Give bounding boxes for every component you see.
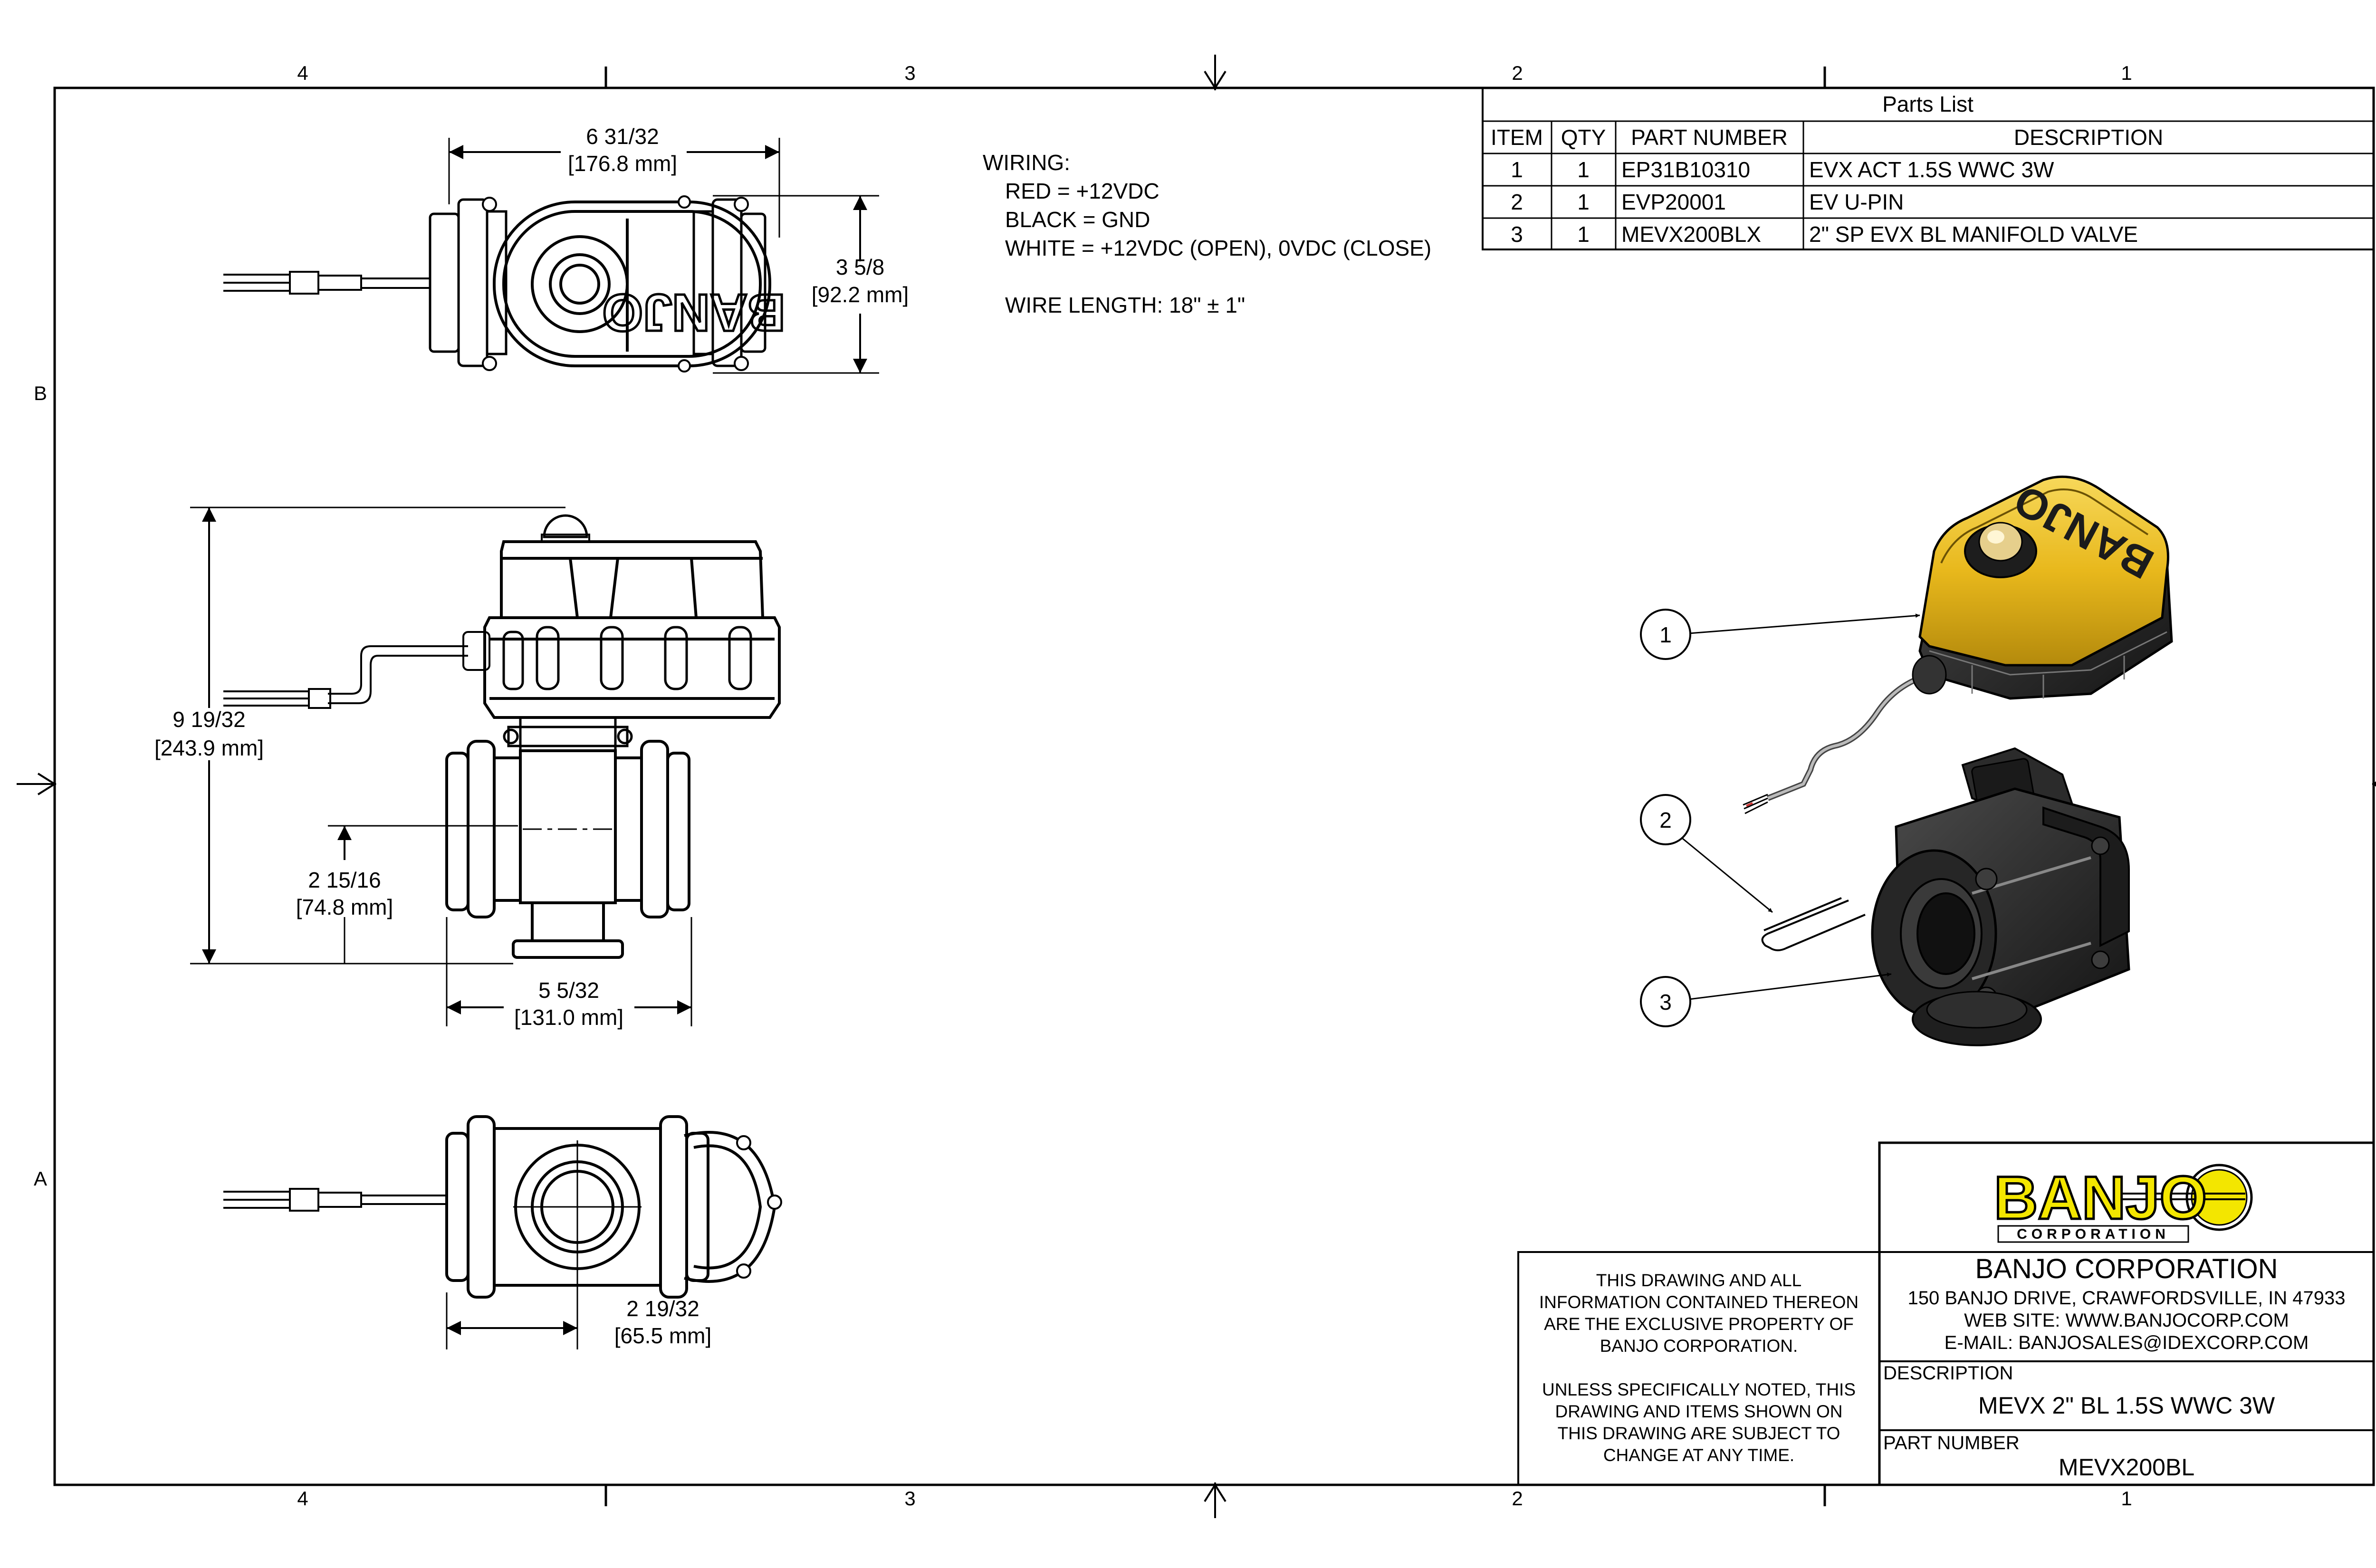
balloon-2-label: 2 [1659, 808, 1672, 832]
center-mark-right [2372, 781, 2376, 787]
balloon-2: 2 [1640, 794, 1773, 913]
logo-subtitle: CORPORATION [2017, 1226, 2170, 1242]
dim-top-width-frac: 6 31/32 [586, 124, 659, 149]
bottom-view-dimensions: 2 19/32 [65.5 mm] [446, 1273, 712, 1349]
zone-left-a: A [34, 1167, 47, 1190]
part-number-value: MEVX200BL [2059, 1454, 2194, 1481]
dim-front-center-frac: 2 15/16 [308, 868, 381, 892]
parts-row-3-item: 3 [1511, 222, 1523, 247]
parts-row-2-description: EV U-PIN [1809, 190, 1904, 214]
wiring-black: BLACK = GND [1005, 207, 1150, 232]
parts-row-1-description: EVX ACT 1.5S WWC 3W [1809, 157, 2054, 182]
balloon-3-label: 3 [1659, 990, 1672, 1014]
dim-front-height-frac: 9 19/32 [172, 707, 245, 732]
dim-front-width-mm: [131.0 mm] [514, 1005, 623, 1030]
dim-bottom-width-mm: [65.5 mm] [614, 1323, 712, 1348]
company-email: E-MAIL: BANJOSALES@IDEXCORP.COM [1945, 1332, 2309, 1353]
parts-row-3-part-number: MEVX200BLX [1621, 222, 1761, 247]
wiring-red: RED = +12VDC [1005, 179, 1159, 203]
parts-row-1-part-number: EP31B10310 [1621, 157, 1750, 182]
zone-bottom-3: 3 [904, 1487, 915, 1510]
notice-line-6: DRAWING AND ITEMS SHOWN ON [1555, 1402, 1842, 1421]
parts-row-2-item: 2 [1511, 190, 1523, 214]
description-value: MEVX 2" BL 1.5S WWC 3W [1978, 1392, 2275, 1419]
balloon-1-label: 1 [1659, 622, 1672, 647]
dim-bottom-width-frac: 2 19/32 [626, 1296, 699, 1321]
sheet-border: 4 3 2 1 4 3 2 1 B A B A [17, 55, 2376, 1518]
parts-row-1-qty: 1 [1577, 157, 1590, 182]
front-view [223, 514, 781, 959]
wiring-note: WIRING: RED = +12VDC BLACK = GND WHITE =… [983, 150, 1431, 317]
isometric-valve [1871, 747, 2130, 1046]
top-view: BANJO [223, 195, 786, 373]
company-address: 150 BANJO DRIVE, CRAWFORDSVILLE, IN 4793… [1907, 1288, 2345, 1309]
center-mark-left [17, 773, 57, 795]
company-website: WEB SITE: WWW.BANJOCORP.COM [1964, 1310, 2289, 1331]
company-name: BANJO CORPORATION [1975, 1253, 2278, 1284]
parts-header-item: ITEM [1491, 125, 1543, 150]
wiring-white: WHITE = +12VDC (OPEN), 0VDC (CLOSE) [1005, 236, 1431, 260]
parts-row-2-part-number: EVP20001 [1621, 190, 1726, 214]
zone-top-4: 4 [297, 62, 308, 84]
zone-left-b: B [34, 382, 47, 404]
notice-line-1: THIS DRAWING AND ALL [1596, 1271, 1801, 1290]
title-block: BANJO CORPORATION BANJO CORPORATION 150 … [1878, 1141, 2375, 1486]
dim-top-height-frac: 3 5/8 [836, 255, 884, 279]
zone-bottom-1: 1 [2121, 1487, 2132, 1510]
dim-front-width-frac: 5 5/32 [538, 978, 599, 1003]
isometric-assembly: BANJO [1640, 476, 2173, 1046]
zone-bottom-4: 4 [297, 1487, 308, 1510]
bottom-view [223, 1115, 782, 1299]
parts-row-3-description: 2" SP EVX BL MANIFOLD VALVE [1809, 222, 2138, 247]
notice-line-3: ARE THE EXCLUSIVE PROPERTY OF [1544, 1314, 1854, 1334]
center-mark-bottom [1204, 1482, 1226, 1518]
zone-top-2: 2 [1512, 62, 1523, 84]
description-label: DESCRIPTION [1883, 1363, 2013, 1384]
dim-front-height-mm: [243.9 mm] [154, 736, 264, 760]
notice-line-2: INFORMATION CONTAINED THEREON [1539, 1292, 1859, 1312]
notice-line-5: UNLESS SPECIFICALLY NOTED, THIS [1542, 1380, 1856, 1399]
parts-header-qty: QTY [1561, 125, 1606, 150]
notice-line-8: CHANGE AT ANY TIME. [1603, 1445, 1794, 1465]
parts-list: Parts List ITEM QTY PART NUMBER DESCRIPT… [1482, 87, 2375, 250]
zone-top-1: 1 [2121, 62, 2132, 84]
parts-header-part-number: PART NUMBER [1631, 125, 1788, 150]
parts-row-3-qty: 1 [1577, 222, 1590, 247]
isometric-u-pin [1761, 897, 1866, 951]
parts-row-2-qty: 1 [1577, 190, 1590, 214]
banjo-logo: BANJO CORPORATION [1993, 1163, 2253, 1243]
part-number-label: PART NUMBER [1883, 1433, 2020, 1453]
dim-top-height-mm: [92.2 mm] [812, 282, 909, 307]
balloon-1: 1 [1640, 609, 1920, 660]
balloon-3: 3 [1640, 972, 1892, 1027]
parts-list-title: Parts List [1882, 92, 1974, 116]
notice-line-4: BANJO CORPORATION. [1600, 1336, 1798, 1356]
notice-line-7: THIS DRAWING ARE SUBJECT TO [1558, 1424, 1840, 1443]
dim-front-center-mm: [74.8 mm] [296, 895, 393, 919]
front-view-dimensions: 9 19/32 [243.9 mm] 2 15/16 [74.8 mm] 5 5… [154, 507, 692, 1030]
wire-length: WIRE LENGTH: 18" ± 1" [1005, 293, 1245, 317]
parts-header-description: DESCRIPTION [2014, 125, 2163, 150]
zone-bottom-2: 2 [1512, 1487, 1523, 1510]
isometric-actuator: BANJO [1743, 476, 2173, 814]
parts-row-1-item: 1 [1511, 157, 1523, 182]
zone-top-3: 3 [904, 62, 915, 84]
notice-box: THIS DRAWING AND ALL INFORMATION CONTAIN… [1517, 1251, 1880, 1486]
top-view-dimensions: 6 31/32 [176.8 mm] 3 5/8 [92.2 mm] [448, 124, 909, 374]
logo-wordmark: BANJO [1994, 1164, 2207, 1232]
wiring-heading: WIRING: [983, 150, 1070, 175]
dim-top-width-mm: [176.8 mm] [568, 151, 677, 176]
center-mark-top [1204, 55, 1226, 90]
top-view-lid-lettering: BANJO [602, 283, 785, 342]
